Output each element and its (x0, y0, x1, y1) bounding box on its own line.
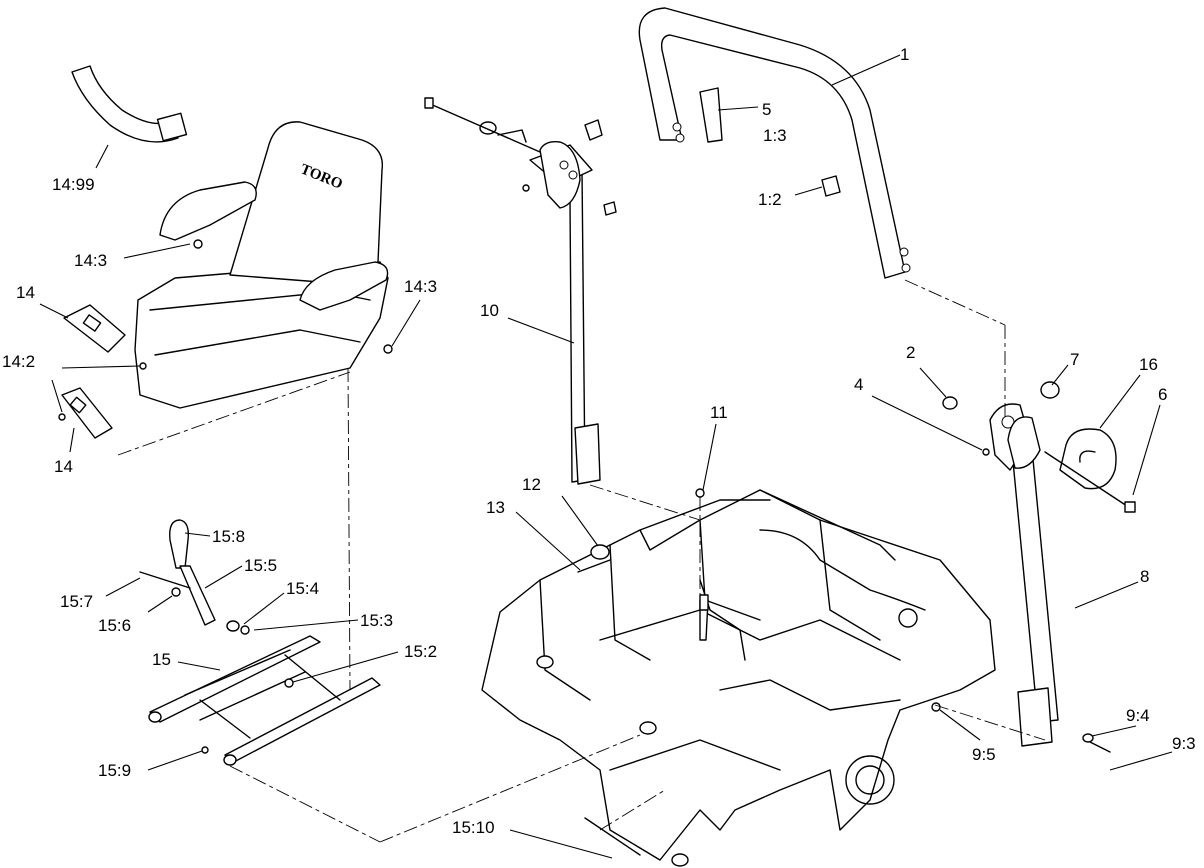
callout-11: 11 (710, 403, 728, 422)
callout-10: 10 (480, 301, 499, 320)
roll-bar-lower-right (989, 403, 1059, 747)
callout-labels: 1 5 1:3 1:2 2 7 16 4 6 8 9:4 9:3 9:5 10 … (2, 45, 1196, 837)
callout-15-6: 15:6 (98, 616, 131, 635)
callout-14-top: 14 (16, 283, 35, 302)
callout-12: 12 (522, 475, 541, 494)
assembly-lines (117, 279, 1046, 843)
callout-7: 7 (1070, 350, 1079, 369)
callout-15-8: 15:8 (212, 527, 245, 546)
seat-slide-rails (139, 519, 381, 766)
callout-1-3: 1:3 (763, 126, 787, 145)
callout-16: 16 (1139, 355, 1158, 374)
seat-belt-parts (58, 65, 188, 439)
callout-5: 5 (762, 100, 771, 119)
callout-9-3: 9:3 (1172, 734, 1196, 753)
callout-15-10: 15:10 (452, 818, 495, 837)
callout-14-3-right: 14:3 (404, 277, 437, 296)
callout-14-99: 14:99 (52, 175, 95, 194)
callout-14-3-left: 14:3 (74, 251, 107, 270)
callout-1: 1 (900, 45, 909, 64)
seat: TORO (134, 121, 393, 409)
main-frame (481, 489, 996, 867)
callout-8: 8 (1140, 567, 1149, 586)
callout-13: 13 (486, 498, 505, 517)
callout-1-2: 1:2 (758, 190, 782, 209)
callout-15-7: 15:7 (60, 592, 93, 611)
callout-15-3: 15:3 (360, 611, 393, 630)
leader-lines (39, 54, 1173, 859)
callout-4: 4 (854, 375, 863, 394)
roll-bar-lower-left (424, 97, 617, 485)
roll-bar-upper (638, 7, 911, 279)
callout-2: 2 (906, 343, 915, 362)
callout-9-4: 9:4 (1126, 706, 1150, 725)
frame-fasteners (577, 488, 1111, 856)
callout-9-5: 9:5 (972, 745, 996, 764)
callout-15-2: 15:2 (404, 642, 437, 661)
roll-bar-pivot-hardware (942, 381, 1136, 513)
callout-15: 15 (152, 650, 171, 669)
callout-6: 6 (1158, 385, 1167, 404)
callout-15-9: 15:9 (98, 761, 131, 780)
callout-15-4: 15:4 (286, 579, 319, 598)
callout-14-2: 14:2 (2, 352, 35, 371)
callout-15-5: 15:5 (244, 556, 277, 575)
callout-14-bottom: 14 (54, 457, 73, 476)
